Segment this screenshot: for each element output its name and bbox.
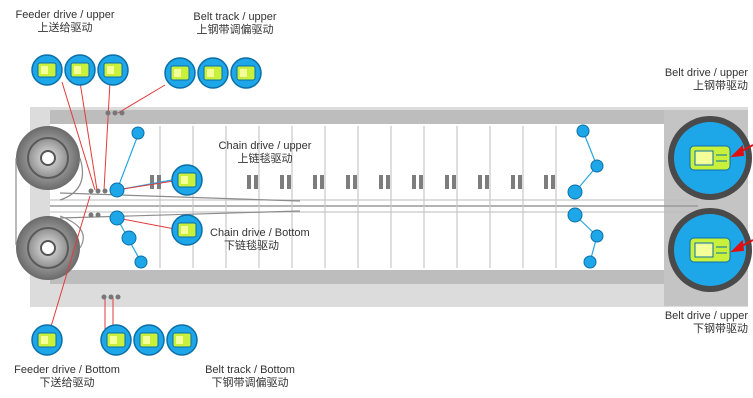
motor-feeder-upper-3 <box>97 54 129 86</box>
label-chain-bottom: Chain drive / Bottom 下链毯驱动 <box>210 227 340 253</box>
motor-chain-upper <box>171 164 203 196</box>
label-feeder-upper: Feeder drive / upper 上送给驱动 <box>10 9 120 35</box>
motor-belt-track-upper-2 <box>197 57 229 89</box>
label-chain-upper-en: Chain drive / upper <box>218 140 312 152</box>
label-belt-drive-lower-zh: 下钢带驱动 <box>693 323 748 335</box>
label-chain-upper: Chain drive / upper 上链毯驱动 <box>205 140 325 166</box>
motor-belt-track-upper-3 <box>230 57 262 89</box>
roller-icon <box>668 116 752 200</box>
label-belt-track-bottom-en: Belt track / Bottom <box>205 364 295 376</box>
motor-feeder-bottom <box>31 324 63 356</box>
motor-belt-track-bottom-2 <box>133 324 165 356</box>
roller-icon <box>16 216 80 280</box>
motor-feeder-upper-1 <box>31 54 63 86</box>
motor-belt-track-upper-1 <box>164 57 196 89</box>
label-belt-drive-upper: Belt drive / upper 上钢带驱动 <box>633 67 748 93</box>
label-feeder-bottom: Feeder drive / Bottom 下送给驱动 <box>2 364 132 390</box>
label-belt-track-upper-en: Belt track / upper <box>193 11 277 23</box>
label-feeder-bottom-zh: 下送给驱动 <box>39 377 95 389</box>
tensioner-icon <box>109 124 604 269</box>
label-belt-track-upper-zh: 上钢带调偏驱动 <box>196 24 274 36</box>
motor-belt-track-bottom-1 <box>100 324 132 356</box>
roller-icon <box>16 126 80 190</box>
motor-feeder-upper-2 <box>64 54 96 86</box>
label-chain-bottom-zh: 下链毯驱动 <box>224 240 279 252</box>
label-belt-track-bottom: Belt track / Bottom 下钢带调偏驱动 <box>190 364 310 390</box>
tensioner-icon <box>88 110 125 300</box>
motor-chain-bottom <box>171 214 203 246</box>
label-chain-bottom-en: Chain drive / Bottom <box>210 227 310 239</box>
drive-wires <box>49 81 181 331</box>
label-belt-drive-upper-en: Belt drive / upper <box>664 67 748 79</box>
label-belt-drive-upper-zh: 上钢带驱动 <box>693 80 748 92</box>
roller-icon <box>668 208 752 292</box>
motor-belt-track-bottom-3 <box>166 324 198 356</box>
label-belt-drive-lower-en: Belt drive / upper <box>664 310 748 322</box>
label-belt-drive-lower: Belt drive / upper 下钢带驱动 <box>633 310 748 336</box>
label-feeder-bottom-en: Feeder drive / Bottom <box>14 364 120 376</box>
label-belt-track-bottom-zh: 下钢带调偏驱动 <box>211 377 289 389</box>
belt-lines <box>15 157 301 249</box>
arrow-icon <box>730 144 753 253</box>
label-feeder-upper-en: Feeder drive / upper <box>15 9 115 21</box>
label-belt-track-upper: Belt track / upper 上钢带调偏驱动 <box>180 11 290 37</box>
chain-slats <box>159 126 557 268</box>
label-feeder-upper-zh: 上送给驱动 <box>37 22 93 34</box>
label-chain-upper-zh: 上链毯驱动 <box>237 153 293 165</box>
